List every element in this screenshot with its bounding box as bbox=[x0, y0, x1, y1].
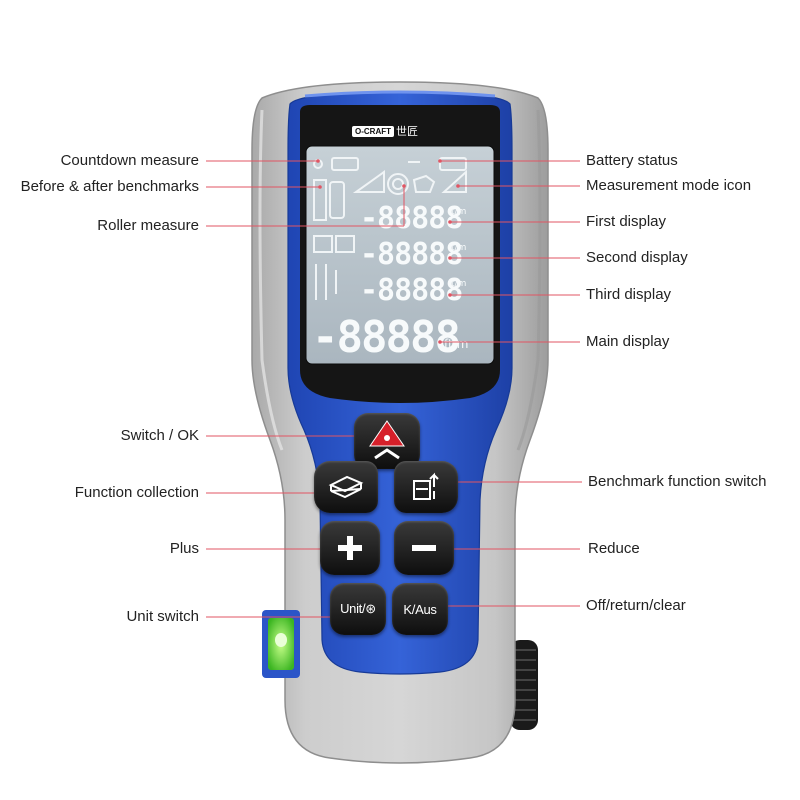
lcd-digits: -88888 -88888 -88888 -88888 bbox=[312, 201, 463, 363]
label-function-collection: Function collection bbox=[74, 484, 199, 501]
benchmark-icon bbox=[413, 472, 439, 500]
main-display-digits: -88888 bbox=[312, 312, 459, 363]
minus-icon bbox=[412, 545, 436, 551]
benchmark-switch-button[interactable] bbox=[394, 461, 458, 513]
laser-ok-button[interactable] bbox=[354, 413, 420, 469]
label-plus: Plus bbox=[169, 540, 199, 557]
label-unit-switch: Unit switch bbox=[126, 608, 199, 625]
lcd-indicators bbox=[313, 157, 467, 300]
lcd-units: ft/m ft/m ft/m ft/m bbox=[444, 207, 468, 351]
label-first-display: First display bbox=[586, 213, 667, 230]
label-reduce: Reduce bbox=[588, 540, 640, 557]
svg-text:ft/m: ft/m bbox=[448, 243, 466, 253]
brand-chinese-name: 世匠 bbox=[396, 125, 418, 138]
label-battery-status: Battery status bbox=[586, 152, 678, 169]
unit-button-label: Unit/⊛ bbox=[340, 601, 376, 616]
third-display-digits: -88888 bbox=[360, 273, 462, 308]
label-second-display: Second display bbox=[586, 249, 688, 266]
plus-icon bbox=[338, 536, 362, 560]
label-main-display: Main display bbox=[586, 333, 670, 350]
label-measurement-mode-icon: Measurement mode icon bbox=[586, 177, 752, 194]
label-benchmark-function-switch: Benchmark function switch bbox=[588, 473, 767, 490]
plus-button[interactable] bbox=[320, 521, 380, 575]
reduce-button[interactable] bbox=[394, 521, 454, 575]
label-roller-measure: Roller measure bbox=[97, 217, 199, 234]
label-switch-ok: Switch / OK bbox=[120, 427, 199, 444]
bubble-level bbox=[262, 610, 300, 678]
svg-text:ft/m: ft/m bbox=[444, 337, 468, 351]
svg-text:ft/m: ft/m bbox=[448, 207, 466, 217]
label-third-display: Third display bbox=[586, 286, 672, 303]
area-volume-icon bbox=[328, 475, 364, 499]
brand-logo: O-CRAFT 世匠 bbox=[352, 123, 442, 139]
label-countdown-measure: Countdown measure bbox=[60, 152, 199, 169]
label-before-after-benchmarks: Before & after benchmarks bbox=[20, 178, 199, 195]
lcd-screen bbox=[305, 145, 495, 365]
kaus-button-label: K/Aus bbox=[403, 601, 437, 617]
laser-triangle-icon bbox=[369, 420, 405, 460]
unit-switch-button[interactable]: Unit/⊛ bbox=[330, 583, 386, 635]
second-display-digits: -88888 bbox=[360, 237, 462, 272]
callout-lines bbox=[206, 160, 582, 618]
first-display-digits: -88888 bbox=[360, 201, 462, 236]
off-return-clear-button[interactable]: K/Aus bbox=[392, 583, 448, 635]
label-off-return-clear: Off/return/clear bbox=[586, 597, 686, 614]
function-collection-button[interactable] bbox=[314, 461, 378, 513]
svg-text:ft/m: ft/m bbox=[448, 279, 466, 289]
brand-logo-text: O-CRAFT bbox=[352, 125, 394, 137]
roller-wheel bbox=[510, 640, 538, 730]
